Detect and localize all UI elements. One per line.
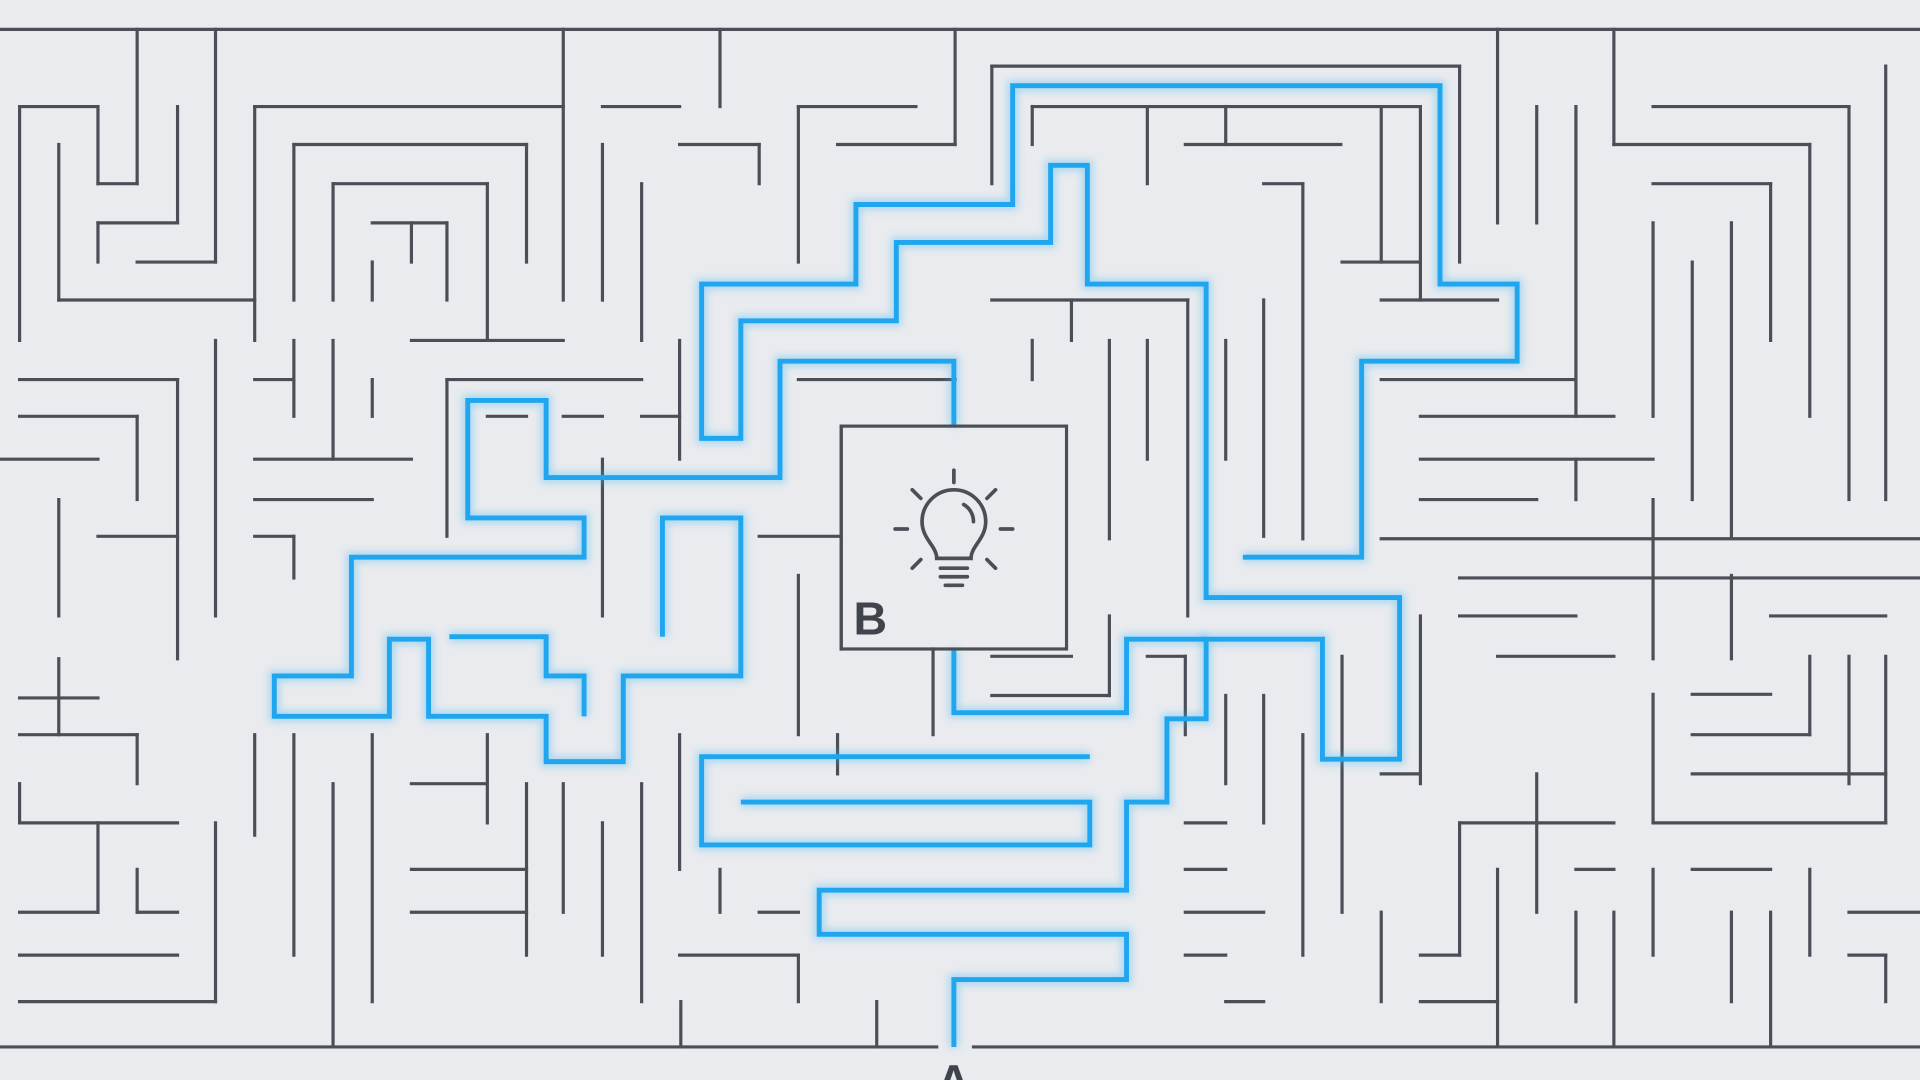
solution-path-segment: [951, 636, 1207, 716]
start-label-a: A: [937, 1055, 971, 1080]
solution-path: [268, 80, 1523, 1047]
solution-path-segment: [449, 634, 587, 717]
solution-path-segment: [699, 83, 1520, 1047]
maze-walls: [0, 27, 1920, 1049]
solution-path-segment: [699, 754, 1093, 848]
solution-path-segment: [271, 358, 957, 765]
lightbulb-icon: [893, 468, 1015, 588]
solution-path-segment: [268, 355, 960, 768]
end-label-b: B: [853, 592, 887, 644]
center-box: [839, 424, 1069, 651]
solution-path-segment: [696, 80, 1523, 1047]
